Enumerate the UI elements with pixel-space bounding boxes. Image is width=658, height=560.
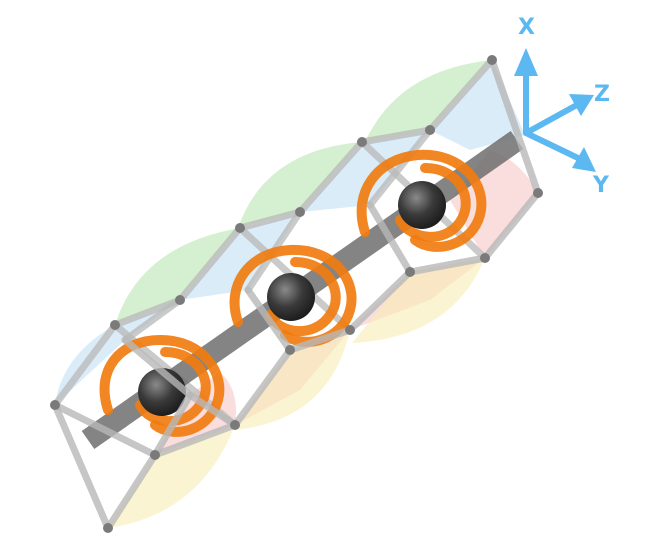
- joint: [295, 207, 305, 217]
- joint: [175, 295, 185, 305]
- frame-strut: [236, 208, 304, 232]
- unit-3: [356, 149, 487, 252]
- axis-y-line: [523, 130, 581, 161]
- joint: [285, 345, 295, 355]
- axis-z: Z: [523, 82, 610, 136]
- sphere: [267, 273, 315, 321]
- joint: [480, 253, 490, 263]
- petal-blue: [300, 130, 430, 212]
- spiral-coil: [265, 257, 341, 337]
- spiral-coil: [356, 149, 487, 252]
- joint: [50, 400, 60, 410]
- frame-strut: [104, 451, 159, 532]
- frame-strut: [426, 56, 496, 134]
- frame-strut: [51, 401, 112, 532]
- frame-strut: [51, 321, 119, 409]
- frame-strut: [358, 126, 434, 146]
- joint: [345, 325, 355, 335]
- petal-green: [238, 142, 362, 228]
- frame-strut: [406, 254, 489, 276]
- axis-y: Y: [523, 130, 610, 198]
- frame-strut: [481, 189, 542, 262]
- frame-joints: [50, 55, 543, 533]
- frame-strut: [151, 391, 194, 459]
- joint: [150, 450, 160, 460]
- joint: [487, 55, 497, 65]
- frame-strut: [488, 56, 542, 197]
- axis-x-arrowhead: [514, 48, 538, 76]
- axis-x-label: X: [518, 15, 535, 40]
- axis-z-arrowhead: [569, 94, 594, 116]
- joint: [235, 223, 245, 233]
- petal-yellow: [235, 330, 350, 430]
- joint: [425, 125, 435, 135]
- frame-strut: [286, 326, 354, 354]
- axis-y-label: Y: [592, 173, 610, 198]
- frame-strut: [231, 346, 294, 429]
- frame-strut: [244, 286, 294, 354]
- petal-green: [365, 60, 492, 142]
- joint: [405, 267, 415, 277]
- joint: [230, 420, 240, 430]
- petal-yellow: [108, 425, 235, 528]
- petal-green: [115, 228, 240, 325]
- petal-blue: [180, 212, 300, 300]
- frame-front-struts: [51, 56, 542, 532]
- axis-y-arrowhead: [572, 147, 596, 172]
- axis-z-label: Z: [594, 82, 610, 107]
- frame-strut: [346, 268, 414, 334]
- frame-strut: [186, 391, 239, 429]
- spiral-coil: [395, 163, 471, 242]
- frame-strut: [151, 421, 239, 459]
- axis-z-line: [523, 103, 578, 136]
- joint: [110, 320, 120, 330]
- petal-yellow: [352, 258, 485, 343]
- frame-strut: [121, 336, 194, 399]
- spiral-coil: [99, 334, 225, 437]
- joint: [533, 188, 543, 198]
- petal-blue: [55, 300, 180, 405]
- sphere: [398, 181, 446, 229]
- joint: [357, 137, 367, 147]
- coordinate-axes: X Z Y: [514, 15, 610, 198]
- axis-x: X: [514, 15, 538, 136]
- frame-strut: [366, 201, 414, 276]
- frame-strut: [296, 138, 366, 216]
- frame-strut: [176, 224, 244, 304]
- frame-strut: [121, 296, 184, 344]
- joint: [103, 523, 113, 533]
- frame-strut: [366, 126, 434, 209]
- frame-strut: [51, 401, 159, 459]
